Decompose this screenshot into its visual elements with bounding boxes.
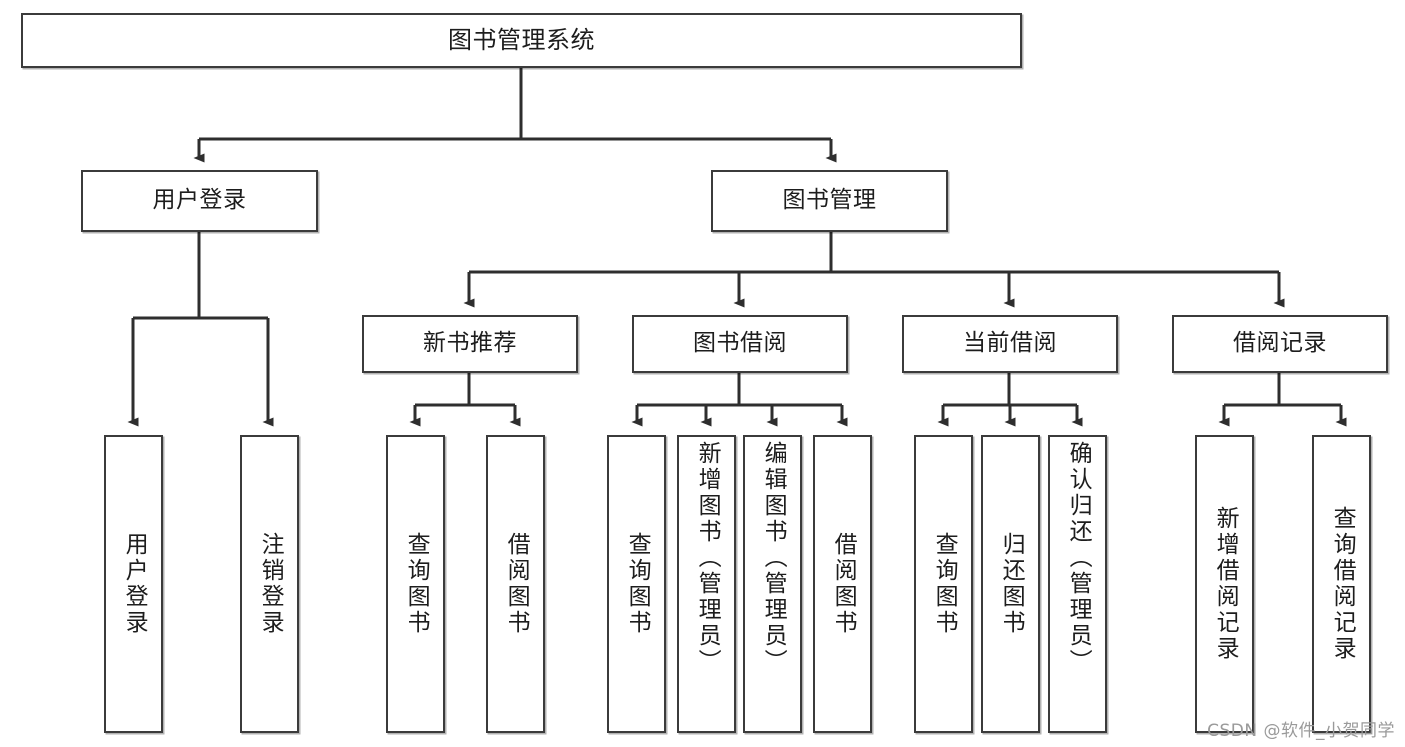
leaf-current-return-book[interactable]: 归还图书 xyxy=(981,435,1040,733)
node-label: 新书推荐 xyxy=(423,330,517,357)
node-label: 图书管理 xyxy=(782,187,877,214)
node-label: 借阅图书 xyxy=(830,532,857,636)
leaf-recommend-borrow-book[interactable]: 借阅图书 xyxy=(486,435,545,733)
leaf-user-login-signout[interactable]: 注销登录 xyxy=(240,435,299,733)
leaf-record-add-record[interactable]: 新增借阅记录 xyxy=(1195,435,1254,733)
node-root-system[interactable]: 图书管理系统 xyxy=(21,13,1022,68)
node-label: 查询图书 xyxy=(624,532,651,636)
node-label: 归还图书 xyxy=(998,532,1025,636)
node-label: 查询图书 xyxy=(403,532,430,636)
node-label: 借阅记录 xyxy=(1233,330,1327,357)
leaf-recommend-query-book[interactable]: 查询图书 xyxy=(386,435,445,733)
leaf-record-query-record[interactable]: 查询借阅记录 xyxy=(1312,435,1371,733)
leaf-borrow-query-book[interactable]: 查询图书 xyxy=(607,435,666,733)
leaf-borrow-borrow-book[interactable]: 借阅图书 xyxy=(813,435,872,733)
node-label: 新增图书（管理员） xyxy=(694,441,721,675)
node-book-management[interactable]: 图书管理 xyxy=(711,170,948,232)
node-label: 新增借阅记录 xyxy=(1212,506,1239,662)
watermark-text: CSDN @软件_小贺同学 xyxy=(1207,721,1395,741)
node-label: 借阅图书 xyxy=(503,532,530,636)
node-label: 确认归还（管理员） xyxy=(1065,441,1092,675)
node-label: 查询图书 xyxy=(931,532,958,636)
node-user-login[interactable]: 用户登录 xyxy=(81,170,318,232)
node-label: 用户登录 xyxy=(152,187,247,214)
node-book-borrow[interactable]: 图书借阅 xyxy=(632,315,848,373)
leaf-borrow-add-book-admin[interactable]: 新增图书（管理员） xyxy=(677,435,736,733)
node-label: 用户登录 xyxy=(121,532,148,636)
node-label: 查询借阅记录 xyxy=(1329,506,1356,662)
node-new-book-recommend[interactable]: 新书推荐 xyxy=(362,315,578,373)
leaf-current-confirm-return-admin[interactable]: 确认归还（管理员） xyxy=(1048,435,1107,733)
leaf-current-query-book[interactable]: 查询图书 xyxy=(914,435,973,733)
node-label: 图书借阅 xyxy=(693,330,787,357)
node-current-borrow[interactable]: 当前借阅 xyxy=(902,315,1118,373)
node-label: 当前借阅 xyxy=(963,330,1057,357)
node-borrow-record[interactable]: 借阅记录 xyxy=(1172,315,1388,373)
leaf-borrow-edit-book-admin[interactable]: 编辑图书（管理员） xyxy=(743,435,802,733)
node-label: 图书管理系统 xyxy=(448,26,595,55)
node-label: 编辑图书（管理员） xyxy=(760,441,787,675)
node-label: 注销登录 xyxy=(257,532,284,636)
leaf-user-login-signin[interactable]: 用户登录 xyxy=(104,435,163,733)
